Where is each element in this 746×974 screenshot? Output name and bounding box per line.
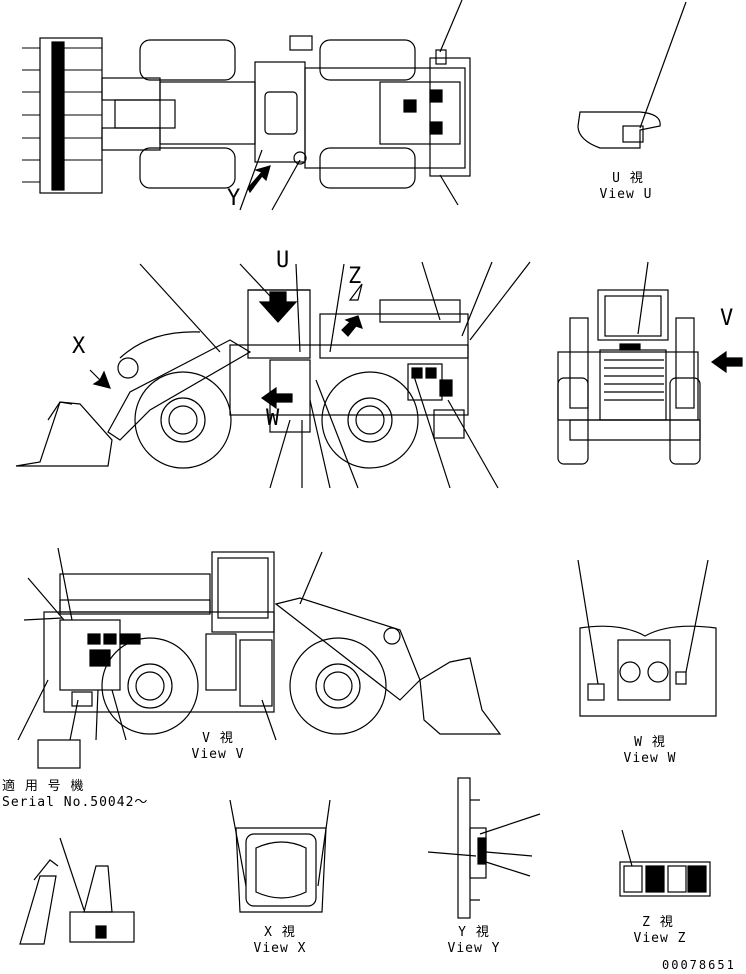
- arrow-y-letter: Y: [227, 186, 241, 211]
- serial-caption-jp: 適 用 号 機: [2, 779, 85, 794]
- view-x-caption-jp: X 視: [264, 925, 296, 940]
- view-w-caption-en: View W: [623, 751, 677, 766]
- view-w-caption-jp: W 視: [634, 735, 666, 750]
- side-view-loader-right: [17, 547, 502, 769]
- arrow-v-letter: V: [720, 306, 734, 331]
- view-v-caption-en: View V: [191, 747, 245, 762]
- arrow-z-letter: Z: [348, 264, 362, 289]
- arrow-w-letter: W: [266, 406, 280, 431]
- arrow-u-letter: U: [276, 248, 290, 273]
- view-u-caption-jp: U 視: [612, 171, 644, 186]
- view-z-caption-en: View Z: [633, 931, 687, 946]
- view-x-detail: [229, 799, 331, 913]
- view-u-caption-en: View U: [599, 187, 653, 202]
- side-view-loader: [15, 261, 531, 489]
- view-v-caption-jp: V 視: [202, 731, 234, 746]
- arrow-x-letter: X: [72, 334, 86, 359]
- view-y-caption-en: View Y: [447, 941, 501, 956]
- view-y-detail: [427, 777, 541, 919]
- top-view-loader: [22, 0, 471, 211]
- view-w-detail: [577, 559, 717, 717]
- view-x-caption-en: View X: [253, 941, 307, 956]
- drawing-number: 00078651: [662, 958, 736, 972]
- view-z-detail: [619, 829, 711, 897]
- view-z-caption-jp: Z 視: [642, 915, 674, 930]
- view-u-detail: [577, 1, 687, 149]
- view-y-caption-jp: Y 視: [458, 925, 490, 940]
- operator-seat-detail: [19, 837, 135, 945]
- rear-view-loader: [557, 261, 743, 465]
- serial-number-range: Serial No.50042～: [2, 795, 149, 810]
